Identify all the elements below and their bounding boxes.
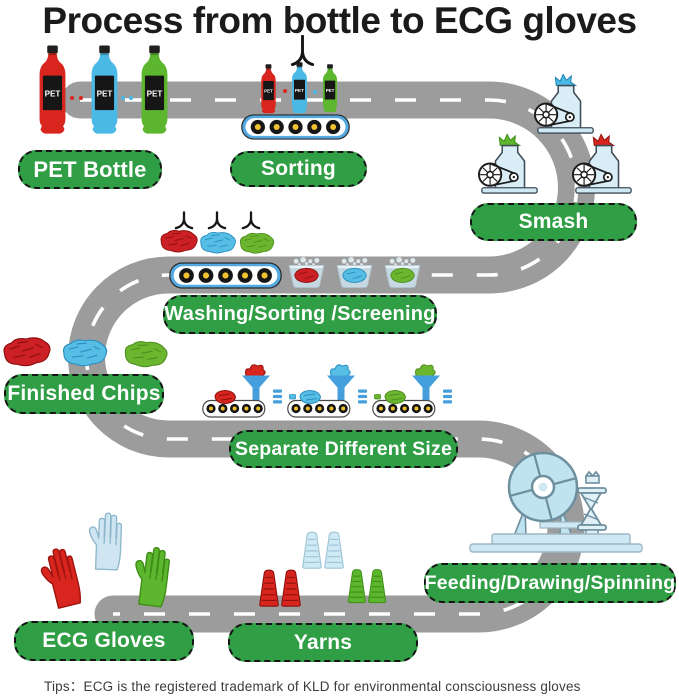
stage-label-washing: Washing/Sorting /Screening [163, 295, 437, 334]
scrap-dot [121, 96, 125, 100]
pet-text: PET [264, 89, 273, 94]
separator-machine-red-icon [202, 364, 283, 418]
pet-bottle-green-icon: PET [141, 45, 168, 134]
pet-text: PET [326, 88, 335, 93]
glove-green-icon [130, 544, 172, 608]
stage-label-finished-chips: Finished Chips [4, 374, 164, 414]
scrap-dot [283, 89, 287, 93]
pet-text: PET [295, 88, 304, 93]
smash-machine-red-icon [571, 133, 633, 195]
stage-label-yarns: Yarns [228, 623, 418, 662]
small-bottle-green-icon: PET [322, 64, 338, 113]
pet-text: PET [147, 90, 163, 99]
small-bottle-red-icon: PET [261, 64, 276, 114]
separator-machine-blue-icon [287, 364, 368, 418]
finished-chips-red-icon [2, 336, 52, 368]
pet-text: PET [45, 90, 61, 99]
wash-basin-green-icon [383, 257, 422, 289]
hanger-hook-icon [241, 211, 261, 230]
smash-machine-blue-icon [533, 73, 595, 135]
claw-icon [290, 35, 315, 66]
stage-label-separate: Separate Different Size [229, 430, 458, 468]
finished-chips-blue-icon [62, 339, 108, 367]
footnote-tips: Tips：ECG is the registered trademark of … [44, 679, 581, 694]
smash-machine-green-icon [477, 133, 539, 195]
page-title: Process from bottle to ECG gloves [42, 0, 637, 41]
scrap-dot [79, 96, 83, 100]
stage-label-sorting: Sorting [230, 151, 367, 187]
chips-red-icon [160, 230, 198, 253]
chips-green-icon [239, 232, 275, 254]
wash-basin-blue-icon [335, 257, 374, 289]
yarn-cones-green-icon [347, 569, 387, 604]
scrap-dot [129, 96, 133, 100]
scrap-dot [313, 90, 317, 94]
stage-label-smash: Smash [470, 203, 637, 241]
finished-chips-green-icon [124, 340, 169, 369]
pet-bottle-blue-icon: PET [91, 45, 118, 134]
yarn-cones-red-icon [259, 569, 301, 607]
yarn-cones-blue-icon [302, 531, 344, 569]
chips-blue-icon [200, 231, 236, 254]
washing-conveyor-icon [169, 262, 282, 289]
wash-basin-red-icon [287, 257, 326, 289]
sorting-conveyor-icon [241, 114, 350, 140]
spinning-machine-icon [469, 451, 643, 553]
stage-label-pet-bottle: PET Bottle [18, 150, 162, 189]
pet-text: PET [97, 90, 113, 99]
stage-label-ecg-gloves: ECG Gloves [14, 621, 194, 661]
pet-bottle-red-icon: PET [39, 45, 66, 134]
scrap-dot [70, 96, 74, 100]
hanger-hook-icon [207, 211, 227, 230]
separator-machine-green-icon [372, 364, 453, 418]
small-bottle-blue-icon: PET [292, 62, 307, 114]
stage-label-feeding: Feeding/Drawing/Spinning [424, 563, 676, 603]
